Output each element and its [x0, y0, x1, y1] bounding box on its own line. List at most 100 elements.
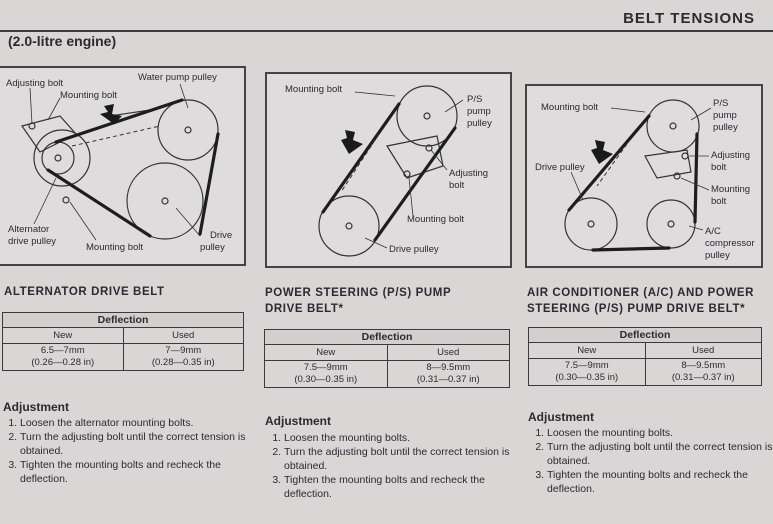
leader-ps-pulley — [690, 107, 712, 121]
adjustment-steps-ps: Loosen the mounting bolts. Turn the adju… — [264, 431, 526, 501]
deflection-table-ps: Deflection New Used 7.5—9mm (0.30—0.35 i… — [264, 329, 510, 388]
label-mounting-line1: Mounting — [711, 184, 751, 195]
label-adjusting-line2: bolt — [449, 180, 465, 191]
leader-water-pump — [179, 83, 189, 109]
label-ac-line2: compressor — [705, 238, 755, 249]
col-new: New — [264, 344, 388, 361]
leader-drive-pulley — [175, 207, 201, 237]
label-adjusting-bolt: Adjusting bolt — [6, 78, 64, 89]
leader-mounting-bolt-top — [354, 91, 396, 97]
label-ps-line2: pump — [713, 110, 737, 121]
ac-compressor-pulley — [646, 199, 696, 249]
step-2: Turn the adjusting bolt until the correc… — [20, 430, 248, 458]
label-adjusting-line1: Adjusting — [711, 150, 751, 161]
new-mm: 6.5—7mm — [40, 345, 85, 356]
new-value-cell: 7.5—9mm (0.30—0.35 in) — [264, 360, 388, 388]
water-pump-pulley-hub — [184, 126, 192, 134]
deflection-table-ac-ps: Deflection New Used 7.5—9mm (0.30—0.35 i… — [528, 327, 762, 386]
adjustment-steps-alternator: Loosen the alternator mounting bolts. Tu… — [0, 416, 248, 486]
used-in: (0.31—0.37 in) — [416, 374, 480, 385]
label-mounting-bolt-top: Mounting bolt — [60, 90, 118, 101]
label-ps-line3: pulley — [467, 118, 492, 129]
alternator-bracket — [21, 115, 77, 153]
belt-dashed-span — [596, 143, 628, 187]
section-title-line1: ALTERNATOR DRIVE BELT — [4, 286, 165, 298]
label-mounting-bolt-top: Mounting bolt — [285, 84, 343, 95]
belt-bottom-span — [591, 246, 671, 252]
label-mounting-line2: bolt — [711, 196, 727, 207]
new-in: (0.26—0.28 in) — [31, 357, 95, 368]
drive-pulley-hub — [587, 220, 595, 228]
engine-label: (2.0-litre engine) — [8, 33, 117, 49]
section-title-ps: POWER STEERING (P/S) PUMP DRIVE BELT* — [265, 285, 451, 317]
ps-belt-drawing — [318, 85, 464, 257]
mounting-bolt — [673, 172, 681, 180]
ps-pump-pulley-hub — [423, 112, 431, 120]
leader-drive-pulley — [570, 171, 584, 201]
table-header: Deflection — [528, 327, 762, 343]
table-header: Deflection — [2, 312, 244, 328]
label-alternator-line2: drive pulley — [8, 236, 57, 247]
table-header: Deflection — [264, 329, 510, 345]
section-title-line1: POWER STEERING (P/S) PUMP — [265, 287, 452, 299]
step-2: Turn the adjusting bolt until the correc… — [547, 440, 773, 468]
deflection-arrow — [341, 130, 363, 154]
label-drive-pulley: Drive pulley — [535, 162, 585, 173]
label-ps-line1: P/S — [713, 98, 729, 109]
alternator-belt-drawing — [21, 83, 220, 241]
label-mounting-bolt-bottom: Mounting bolt — [86, 242, 144, 253]
used-in: (0.31—0.37 in) — [671, 372, 735, 383]
drive-pulley — [126, 162, 204, 240]
leader-adjusting-bolt — [430, 149, 448, 171]
step-1: Loosen the mounting bolts. — [547, 426, 773, 440]
drive-pulley-hub — [161, 197, 169, 205]
top-rule — [0, 30, 773, 32]
ac-ps-belt-diagram: Mounting bolt P/S pump pulley Adjusting … — [525, 84, 763, 268]
ps-pump-bracket — [386, 135, 444, 179]
step-3: Tighten the mounting bolts and recheck t… — [547, 468, 773, 496]
leader-drive-pulley — [364, 237, 388, 249]
used-mm: 8—9.5mm — [681, 360, 726, 371]
mounting-bolt-lower — [62, 196, 70, 204]
col-used: Used — [386, 344, 510, 361]
used-value-cell: 7—9mm (0.28—0.35 in) — [122, 343, 244, 371]
deflection-arrow — [591, 140, 613, 164]
deflection-arrow — [100, 104, 122, 124]
ps-pump-pulley-hub — [669, 122, 677, 130]
label-adjusting-line1: Adjusting — [449, 168, 489, 179]
col-used: Used — [122, 327, 244, 344]
section-title-alternator: ALTERNATOR DRIVE BELT — [4, 284, 165, 300]
belt-top-span — [54, 98, 184, 144]
drive-pulley — [564, 197, 618, 251]
label-drive-line1: Drive — [210, 230, 233, 241]
leader-ps-pulley — [444, 99, 464, 113]
new-in: (0.30—0.35 in) — [555, 372, 619, 383]
new-in: (0.30—0.35 in) — [294, 374, 358, 385]
belt-dashed-span — [340, 133, 380, 193]
ps-pump-bracket — [644, 149, 692, 179]
alternator-belt-diagram: Adjusting bolt Mounting bolt Water pump … — [0, 66, 246, 266]
step-3: Tighten the mounting bolts and recheck t… — [20, 458, 248, 486]
leader-adjusting-bolt — [29, 87, 33, 125]
label-ps-line3: pulley — [713, 122, 738, 133]
leader-ac-pulley — [688, 225, 704, 231]
belt-right-span — [693, 132, 699, 224]
alternator-pulley-hub — [54, 154, 62, 162]
new-value-cell: 6.5—7mm (0.26—0.28 in) — [2, 343, 124, 371]
label-ps-line2: pump — [467, 106, 491, 117]
belt-right-span — [198, 132, 220, 236]
col-used: Used — [644, 342, 762, 359]
drive-pulley-hub — [345, 222, 353, 230]
used-value-cell: 8—9.5mm (0.31—0.37 in) — [386, 360, 510, 388]
col-new: New — [528, 342, 646, 359]
label-ps-line1: P/S — [467, 94, 483, 105]
col-new: New — [2, 327, 124, 344]
section-title-line2: DRIVE BELT* — [265, 303, 344, 315]
leader-mounting-bolt-top — [610, 107, 646, 113]
ac-ps-belt-drawing — [564, 99, 712, 252]
new-mm: 7.5—9mm — [303, 362, 348, 373]
step-1: Loosen the mounting bolts. — [284, 431, 526, 445]
label-ac-line1: A/C — [705, 226, 721, 237]
alternator-pulley-housing — [33, 129, 91, 187]
ps-pump-pulley — [646, 99, 700, 153]
